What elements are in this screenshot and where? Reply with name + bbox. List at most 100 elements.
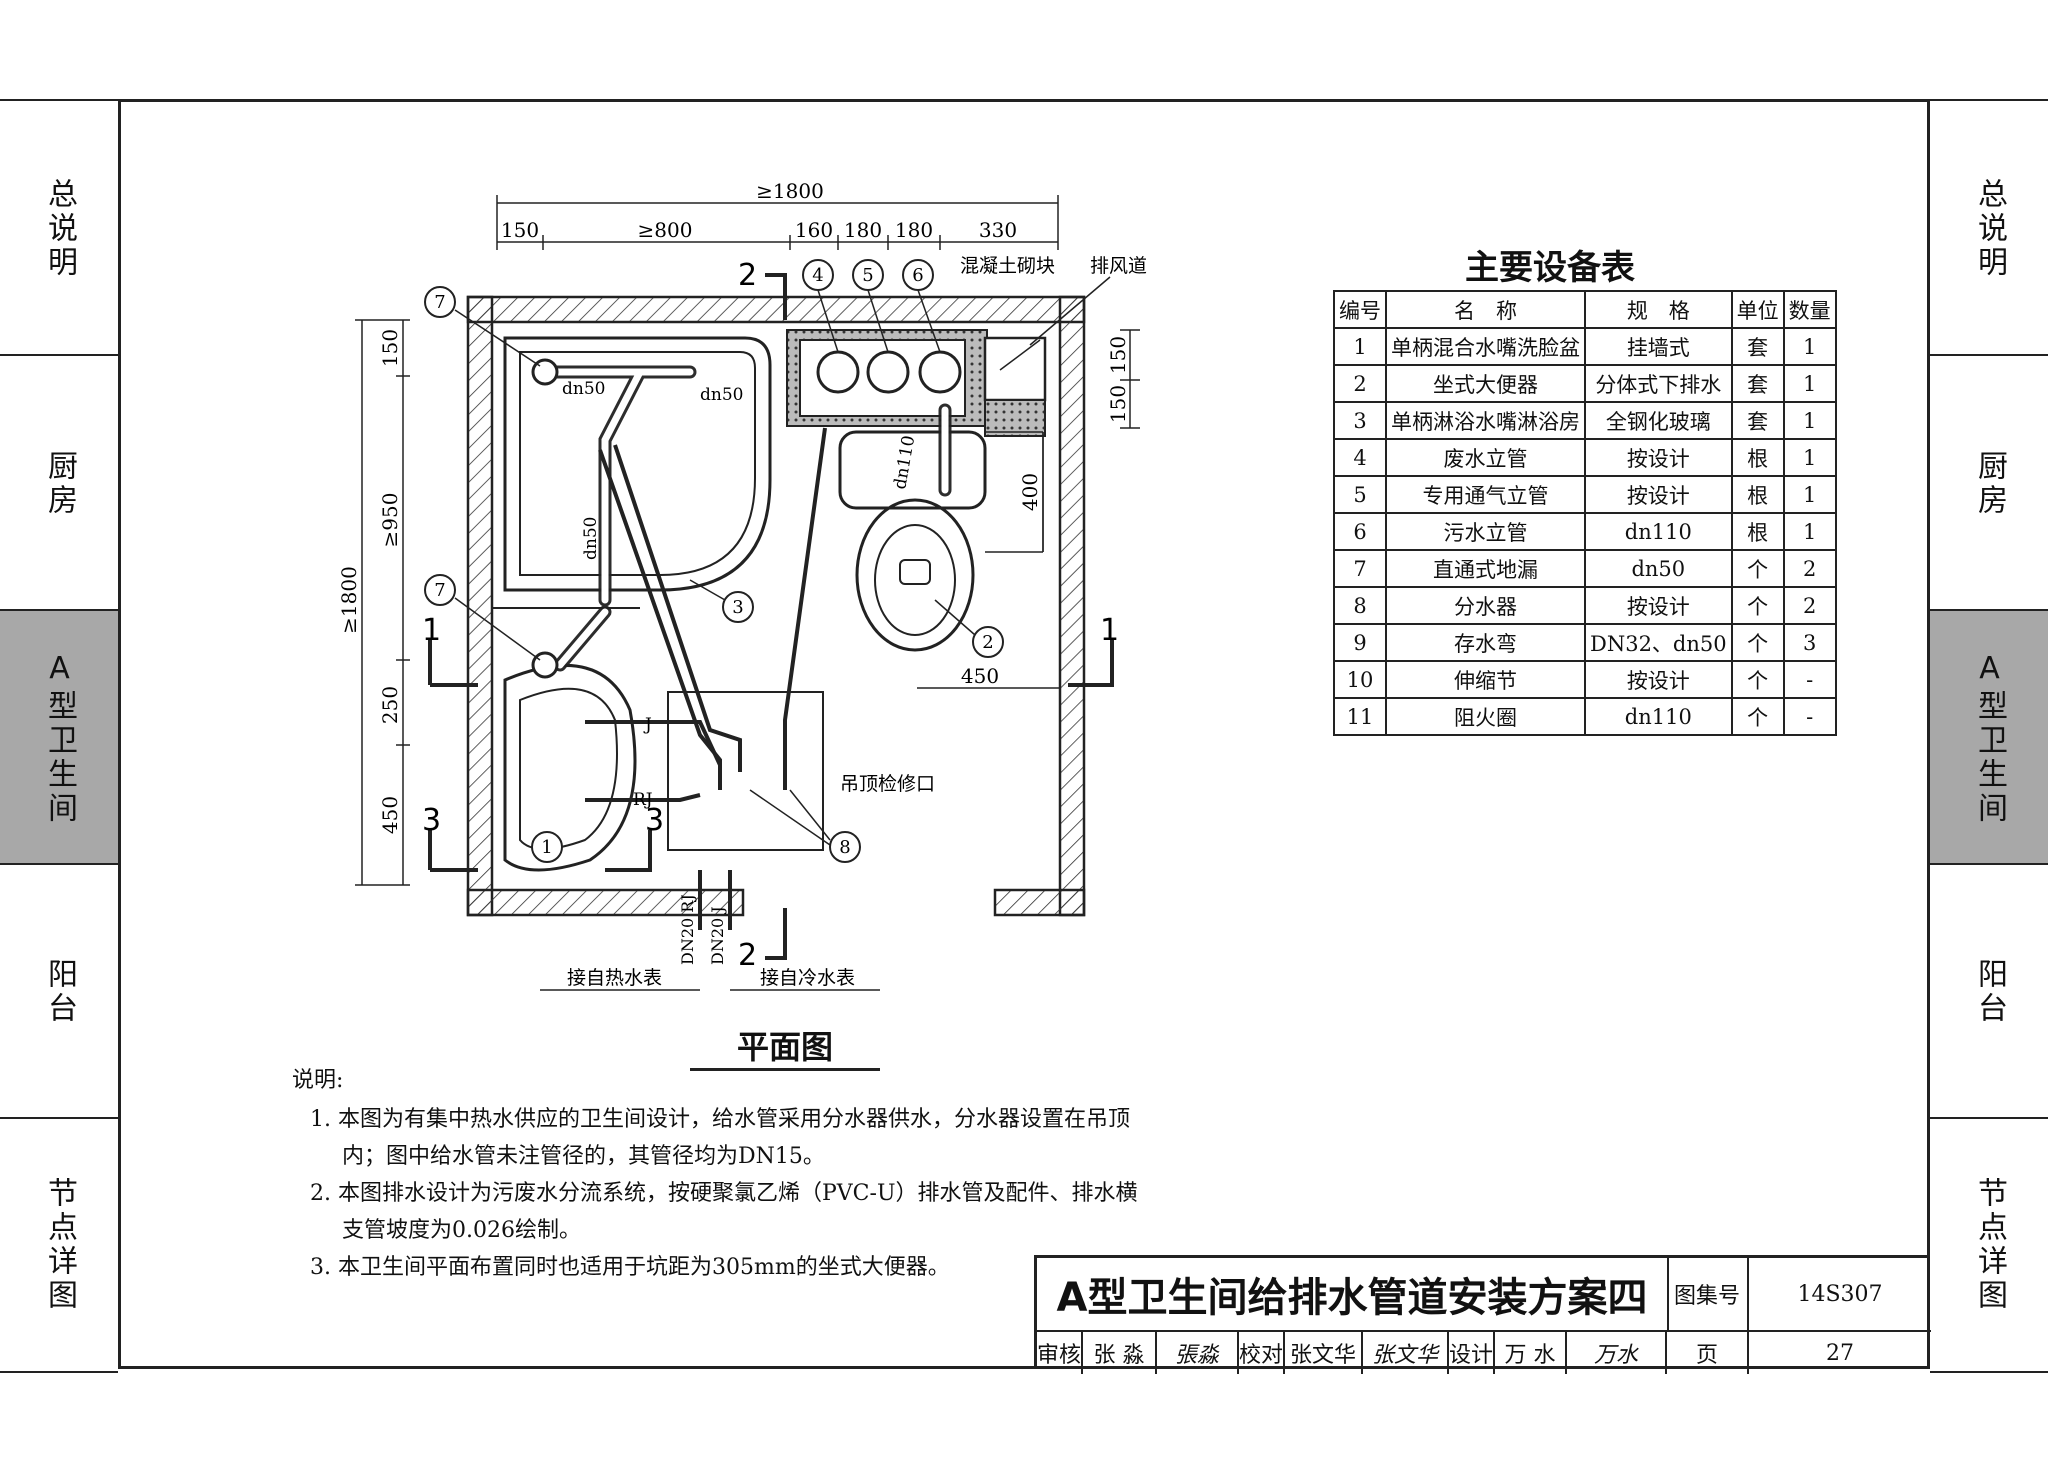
section-2-bottom: 2 <box>738 938 757 973</box>
shower-enclosure <box>503 336 772 592</box>
dim-left-450: 450 <box>378 796 402 834</box>
equipment-cell: 5 <box>1333 475 1387 514</box>
note-1: 1. 本图为有集中热水供应的卫生间设计，给水管采用分水器供水，分水器设置在吊顶内… <box>310 1107 1130 1169</box>
callout-1: 1 <box>541 837 552 858</box>
equipment-cell: 套 <box>1730 364 1785 403</box>
drawing-title: A型卫生间给排水管道安装方案四 <box>1037 1258 1669 1330</box>
col-header-no: 编号 <box>1333 290 1387 329</box>
equipment-cell: 挂墙式 <box>1584 327 1733 366</box>
equipment-cell: - <box>1782 660 1837 699</box>
reviewer-name: 张 淼 <box>1083 1330 1157 1374</box>
vertical-stacks <box>816 350 962 394</box>
equipment-cell: 套 <box>1730 327 1785 366</box>
side-tab-balcony-right[interactable]: 阳台 <box>1930 863 2048 1119</box>
callout-7a: 7 <box>434 292 445 313</box>
equipment-cell: 按设计 <box>1584 660 1733 699</box>
drawing-frame <box>118 99 1930 1369</box>
equipment-cell: 按设计 <box>1584 438 1733 477</box>
equipment-cell: 专用通气立管 <box>1385 475 1586 514</box>
side-tab-node-details-right[interactable]: 节点详图 <box>1930 1117 2048 1373</box>
label-pipe-rj: RJ <box>633 790 653 810</box>
equipment-cell: 6 <box>1333 512 1387 551</box>
notes-heading: 说明: <box>292 1068 344 1093</box>
note-2: 2. 本图排水设计为污废水分流系统，按硬聚氯乙烯（PVC-U）排水管及配件、排水… <box>310 1181 1138 1243</box>
side-tab-overview-right[interactable]: 总说明 <box>1930 99 2048 356</box>
callout-7b: 7 <box>434 580 445 601</box>
callout-3: 3 <box>732 597 743 618</box>
label-from-cold-meter: 接自冷水表 <box>760 967 855 989</box>
notes: 说明: 1. 本图为有集中热水供应的卫生间设计，给水管采用分水器供水，分水器设置… <box>292 1062 1142 1286</box>
dim-top-180b: 180 <box>895 218 933 242</box>
section-3-right: 3 <box>645 803 664 838</box>
equipment-cell: 8 <box>1333 586 1387 625</box>
equipment-cell: 1 <box>1782 364 1837 403</box>
dim-left-950: ≥950 <box>378 493 402 548</box>
equipment-cell: 7 <box>1333 549 1387 588</box>
callout-4: 4 <box>812 265 823 286</box>
equipment-cell: 3 <box>1333 401 1387 440</box>
equipment-cell: 单柄混合水嘴洗脸盆 <box>1385 327 1586 366</box>
equipment-cell: 9 <box>1333 623 1387 662</box>
label-dn110: dn110 <box>890 434 919 491</box>
label-dn50-a: dn50 <box>562 379 605 399</box>
page-number: 27 <box>1749 1330 1931 1374</box>
section-3-left: 3 <box>422 803 441 838</box>
review-label: 审核 <box>1037 1330 1083 1374</box>
equipment-cell: 根 <box>1730 512 1785 551</box>
side-tab-kitchen-right[interactable]: 厨房 <box>1930 354 2048 611</box>
dimensions-left <box>355 319 410 886</box>
ceiling-access-panel <box>667 691 824 851</box>
label-dn50-vertical: dn50 <box>581 517 601 560</box>
checker-name: 张文华 <box>1285 1330 1363 1374</box>
equipment-cell: 个 <box>1730 623 1785 662</box>
equipment-cell: 单柄淋浴水嘴淋浴房 <box>1385 401 1586 440</box>
dim-left-250: 250 <box>378 686 402 724</box>
side-tab-bathroom-a-right[interactable]: A型卫生间 <box>1930 609 2048 865</box>
equipment-cell: 1 <box>1782 327 1837 366</box>
callout-circles <box>424 259 1004 863</box>
equipment-cell: 10 <box>1333 660 1387 699</box>
section-2-top: 2 <box>738 258 757 293</box>
design-label: 设计 <box>1449 1330 1495 1374</box>
side-tab-bathroom-a[interactable]: A型卫生间 <box>0 609 118 865</box>
equipment-table-title: 主要设备表 <box>1465 248 1635 288</box>
dim-450: 450 <box>961 664 999 688</box>
label-dn50-b: dn50 <box>700 385 743 405</box>
equipment-cell: 11 <box>1333 697 1387 736</box>
equipment-cell: 根 <box>1730 475 1785 514</box>
equipment-cell: 污水立管 <box>1385 512 1586 551</box>
equipment-cell: DN32、dn50 <box>1584 623 1733 662</box>
wash-basin <box>503 664 637 872</box>
equipment-cell: 根 <box>1730 438 1785 477</box>
side-tab-balcony[interactable]: 阳台 <box>0 863 118 1119</box>
col-header-qty: 数量 <box>1782 290 1837 329</box>
equipment-cell: 废水立管 <box>1385 438 1586 477</box>
equipment-cell: 全钢化玻璃 <box>1584 401 1733 440</box>
equipment-cell: 存水弯 <box>1385 623 1586 662</box>
callout-2: 2 <box>982 632 993 653</box>
side-tab-kitchen[interactable]: 厨房 <box>0 354 118 611</box>
section-markers <box>428 273 1114 960</box>
equipment-cell: 个 <box>1730 549 1785 588</box>
equipment-cell: 套 <box>1730 401 1785 440</box>
side-tab-overview[interactable]: 总说明 <box>0 99 118 356</box>
equipment-cell: dn110 <box>1584 697 1733 736</box>
equipment-cell: 3 <box>1782 623 1837 662</box>
dim-right-150a: 150 <box>1106 336 1130 374</box>
floor-drains <box>531 358 559 679</box>
equipment-cell: 坐式大便器 <box>1385 364 1586 403</box>
side-tab-node-details[interactable]: 节点详图 <box>0 1117 118 1373</box>
reviewer-signature: 張淼 <box>1157 1330 1239 1374</box>
dim-right-150b: 150 <box>1106 385 1130 423</box>
check-label: 校对 <box>1239 1330 1285 1374</box>
col-header-unit: 单位 <box>1730 290 1785 329</box>
label-pipe-j: J <box>643 715 652 735</box>
equipment-cell: 按设计 <box>1584 586 1733 625</box>
